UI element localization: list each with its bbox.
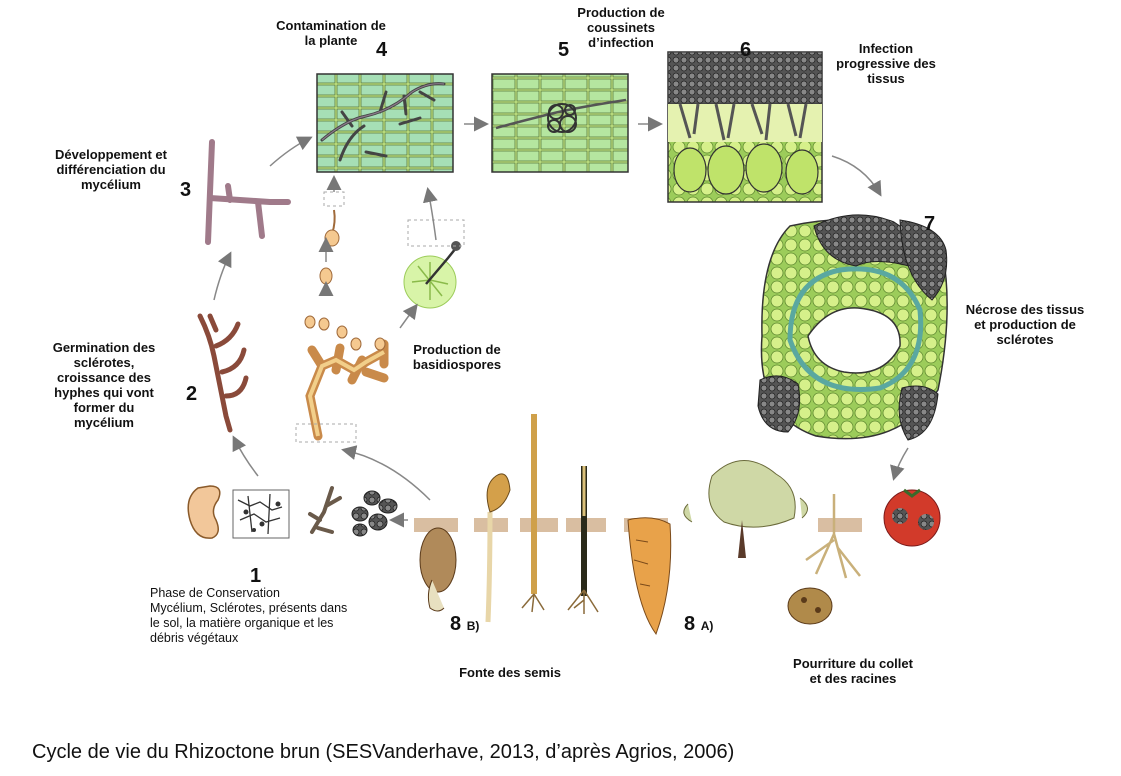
stage-3-number: 3 [180,179,192,201]
basidia-illustration [295,191,465,443]
stage-5-number: 5 [558,39,570,61]
stage-8a-number: 8 A) [684,614,713,636]
stage-4-label: Contamination de la plante [276,18,386,48]
stage-8a-num: 8 [684,613,696,635]
stage-4-illustration [316,73,454,173]
stage-7-illustration [757,214,948,441]
stage-6-number: 6 [740,39,752,61]
stage-2-illustration [197,313,249,433]
stage-8b-number: 8 B) [450,614,479,636]
stage-5-label: Production de coussinets d’infection [577,5,665,50]
stage-3-label: Développement et différenciation du mycé… [55,147,167,192]
damping-off-label: Fonte des semis [459,665,561,680]
stage-6-label: Infection progressive des tissus [836,41,936,86]
basidiospore-label: Production de basidiospores [412,342,502,372]
stage-2-number: 2 [186,383,198,405]
stage-3-illustration [205,139,291,245]
stage-2-label: Germination des sclérotes, croissance de… [52,340,156,430]
soil-and-plants-illustration [414,414,941,636]
stage-6-illustration [667,51,823,203]
stage-8a-sub: A) [700,619,714,633]
figure-caption: Cycle de vie du Rhizoctone brun (SESVand… [32,741,735,763]
stage-8b-num: 8 [450,613,462,635]
stage-1-number: 1 [250,565,262,587]
cycle-arrows [213,116,909,528]
stage-5-illustration [491,73,629,173]
stage-1-illustration [187,485,398,539]
stage-7-label: Nécrose des tissus et production de sclé… [965,302,1085,347]
stage-4-number: 4 [376,39,388,61]
stage-1-label: Phase de Conservation Mycélium, Sclérote… [150,586,348,645]
root-rot-label: Pourriture du collet et des racines [793,656,913,686]
stage-8b-sub: B) [466,619,480,633]
stage-7-number: 7 [924,213,936,235]
